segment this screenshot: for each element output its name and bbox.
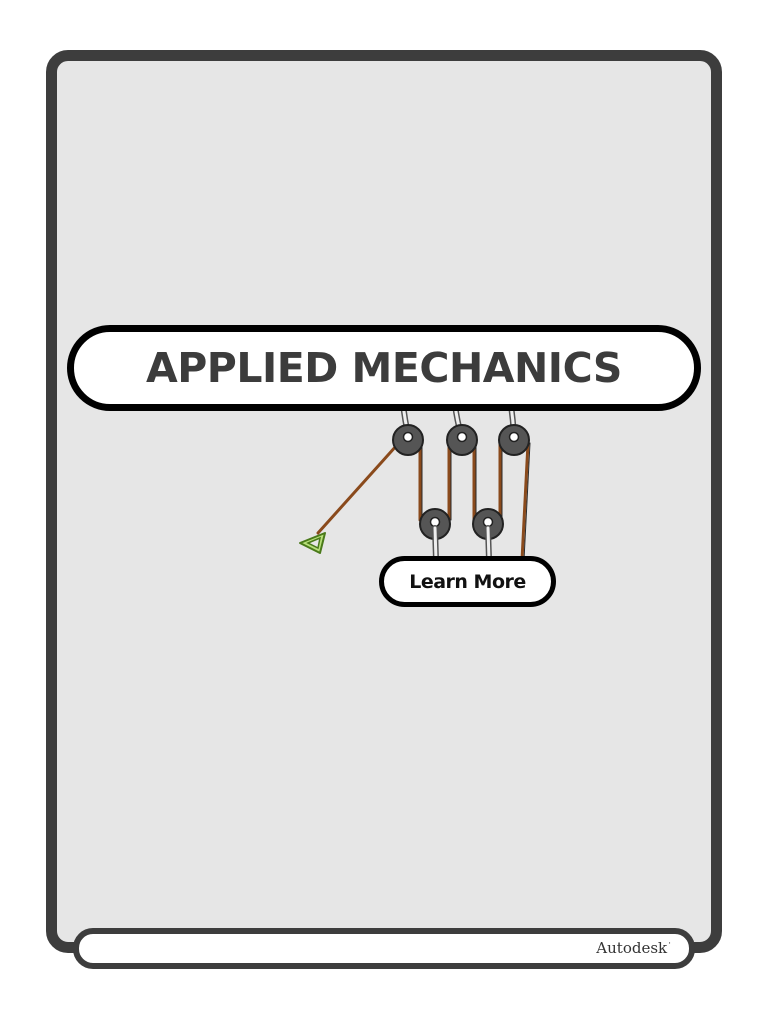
learn-more-button[interactable]: Learn More [379, 556, 556, 607]
page-title: APPLIED MECHANICS [146, 344, 622, 392]
brand-name: Autodesk [596, 939, 668, 957]
learn-more-label: Learn More [409, 570, 526, 593]
footer-bar: Autodesk· [73, 928, 695, 969]
autodesk-logo[interactable]: Autodesk· [596, 939, 671, 957]
card-frame [46, 50, 722, 953]
brand-mark: · [668, 939, 671, 949]
title-banner: APPLIED MECHANICS [67, 325, 701, 411]
